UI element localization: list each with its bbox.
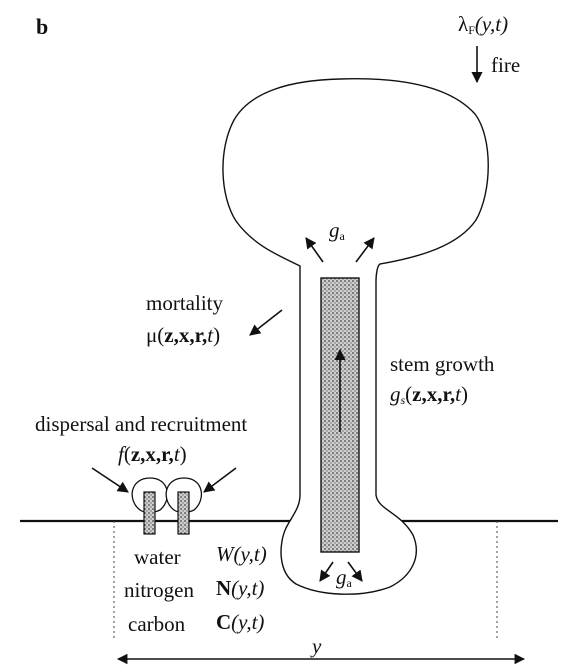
canopy-growth-label: ga bbox=[329, 218, 345, 243]
water-word: water bbox=[134, 545, 181, 569]
mortality-arrow bbox=[249, 309, 283, 336]
dispersal-arrow-right bbox=[203, 467, 237, 493]
stem-growth-function: gs(z,x,r,t) bbox=[390, 382, 468, 407]
root-growth-arrow-left bbox=[319, 561, 334, 582]
carbon-function: C(y,t) bbox=[216, 610, 265, 634]
seedling-left bbox=[131, 477, 169, 535]
mortality-function: μ(z,x,r,t) bbox=[146, 323, 221, 347]
fire-word: fire bbox=[491, 53, 521, 77]
dispersal-arrow-left bbox=[91, 467, 129, 493]
canopy-growth-arrow-right bbox=[355, 237, 375, 263]
canopy-growth-arrow-left bbox=[305, 237, 324, 263]
dispersal-word: dispersal and recruitment bbox=[35, 412, 248, 436]
seedling-right bbox=[165, 477, 203, 535]
dispersal-function: f(z,x,r,t) bbox=[118, 442, 187, 466]
nitrogen-function: N(y,t) bbox=[216, 576, 265, 600]
stem-growth-word: stem growth bbox=[390, 352, 495, 376]
mortality-word: mortality bbox=[146, 291, 223, 315]
fire-rate-label: λF(y,t) bbox=[458, 12, 509, 37]
carbon-word: carbon bbox=[128, 612, 186, 636]
panel-letter: b bbox=[36, 14, 49, 39]
root-growth-arrow-right bbox=[347, 561, 363, 582]
nitrogen-word: nitrogen bbox=[124, 578, 194, 602]
water-function: W(y,t) bbox=[216, 542, 267, 566]
root-growth-label: ga bbox=[336, 565, 352, 590]
spatial-axis-label: y bbox=[312, 634, 322, 658]
